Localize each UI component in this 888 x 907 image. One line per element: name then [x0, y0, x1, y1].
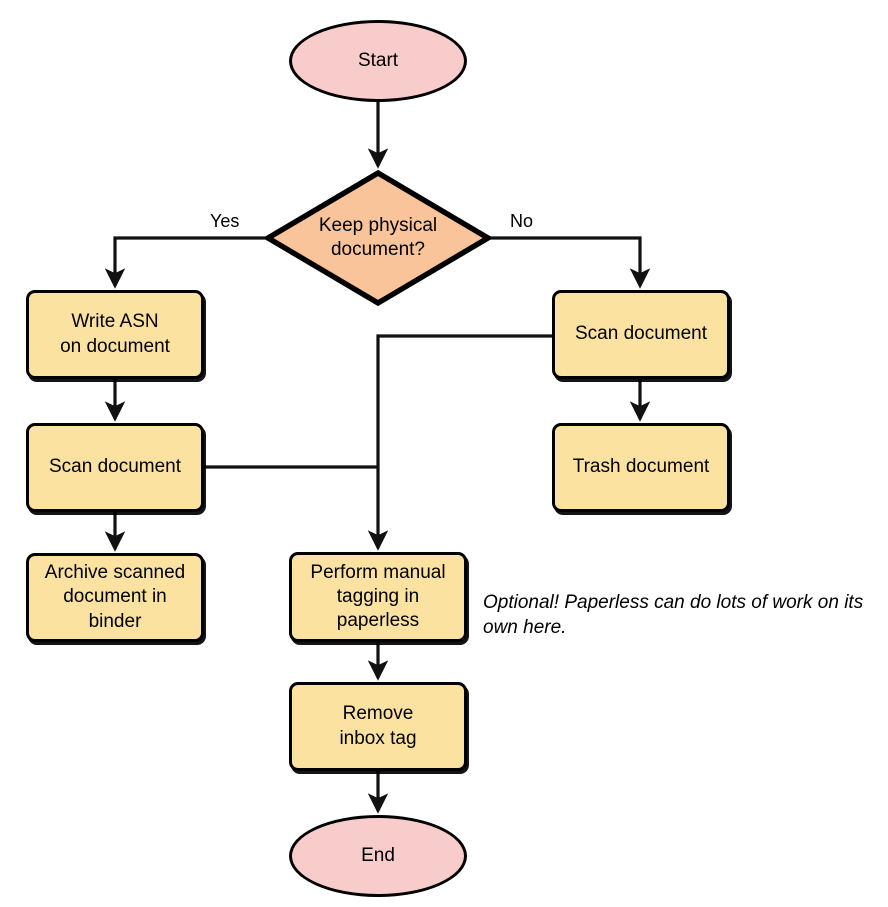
node-archive-label: Archive scanned document in binder [44, 562, 186, 632]
node-decision-label: Keep physical document? [318, 214, 438, 260]
edge-label-no: No [510, 211, 534, 231]
node-scan-document-right[interactable]: Scan document [552, 290, 730, 379]
diamond-shape [265, 170, 491, 306]
node-end-label: End [361, 844, 395, 866]
edge-label-yes: Yes [210, 211, 240, 231]
node-scan-document-right-label: Scan document [574, 323, 708, 345]
node-trash-document-label: Trash document [572, 456, 710, 478]
node-perform-manual-tagging[interactable]: Perform manual tagging in paperless [289, 552, 467, 642]
node-end[interactable]: End [289, 815, 467, 897]
node-tagging-label: Perform manual tagging in paperless [310, 561, 446, 632]
edge-scan-right-to-tagging [367, 334, 552, 551]
node-write-asn-on-document[interactable]: Write ASN on document [26, 290, 204, 379]
node-archive-scanned-document[interactable]: Archive scanned document in binder [26, 553, 204, 642]
node-remove-inbox-tag-label: Remove inbox tag [339, 703, 417, 749]
node-remove-inbox-tag[interactable]: Remove inbox tag [289, 682, 467, 771]
edge-decision-no-to-scan-right [490, 236, 651, 289]
node-decision-keep-physical-document[interactable]: Keep physical document? [265, 170, 491, 306]
node-scan-document-left-label: Scan document [48, 456, 182, 478]
node-write-asn-label: Write ASN on document [60, 311, 170, 357]
node-start-label: Start [357, 49, 399, 71]
annotation-optional-note: Optional! Paperless can do lots of work … [483, 592, 864, 639]
node-trash-document[interactable]: Trash document [552, 423, 730, 512]
edge-decision-yes-to-write-asn [104, 236, 265, 289]
node-start[interactable]: Start [289, 20, 467, 102]
node-scan-document-left[interactable]: Scan document [26, 423, 204, 512]
